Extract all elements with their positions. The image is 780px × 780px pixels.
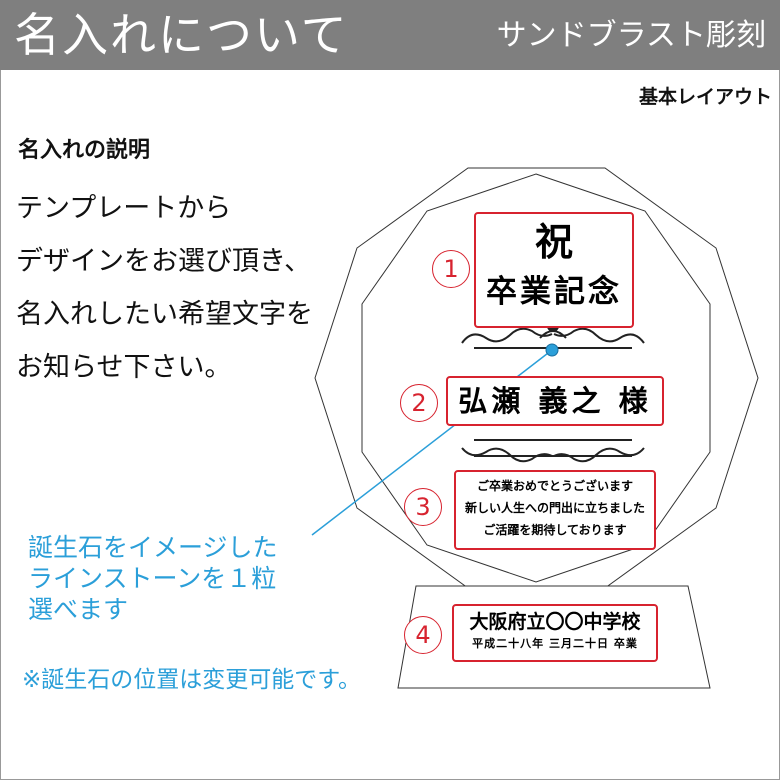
- message-line: ご卒業おめでとうございます: [476, 479, 633, 493]
- message-line: 新しい人生への門出に立ちました: [464, 501, 645, 515]
- area-number-3: 3: [404, 488, 442, 526]
- stone-position-note: ※誕生石の位置は変更可能です。: [22, 667, 361, 693]
- message-line: ご活躍を期待しております: [483, 523, 627, 537]
- page-title: 名入れについて: [14, 8, 349, 62]
- layout-label: 基本レイアウト: [638, 86, 772, 108]
- celebration-text: 祝: [534, 219, 573, 264]
- trophy-inner-facet: [361, 173, 711, 583]
- ornament-lower: [461, 439, 645, 463]
- instruction-line: 名入れしたい希望文字を: [16, 299, 313, 330]
- area-number-2: 2: [400, 384, 438, 422]
- instruction-text: テンプレートから デザインをお選び頂き、 名入れしたい希望文字を お知らせ下さい…: [16, 182, 346, 394]
- birthstone-note-line: 誕生石をイメージした: [28, 533, 278, 562]
- graduation-date: 平成二十八年 三月二十日 卒業: [472, 637, 638, 650]
- birthstone-note-line: 選べます: [28, 595, 129, 624]
- area-number-1: 1: [432, 250, 470, 288]
- engraving-area-3: ご卒業おめでとうございます 新しい人生への門出に立ちました ご活躍を期待しており…: [454, 470, 656, 550]
- birthstone-note-line: ラインストーンを１粒: [28, 564, 277, 593]
- instruction-line: テンプレートから: [16, 193, 232, 224]
- engraving-area-1: 祝 卒業記念: [474, 212, 634, 328]
- engraving-area-2: 弘瀬 義之 様: [446, 376, 664, 426]
- birthstone-note: 誕生石をイメージした ラインストーンを１粒 選べます: [28, 532, 278, 625]
- school-name: 大阪府立〇〇中学校: [469, 611, 641, 633]
- header-bar: 名入れについて サンドブラスト彫刻: [0, 0, 780, 70]
- section-title: 名入れの説明: [18, 138, 151, 163]
- instruction-line: デザインをお選び頂き、: [16, 246, 312, 277]
- area-number-4: 4: [404, 616, 442, 654]
- instruction-line: お知らせ下さい。: [16, 352, 232, 383]
- engraving-area-4: 大阪府立〇〇中学校 平成二十八年 三月二十日 卒業: [452, 604, 658, 662]
- rhinestone-icon: [545, 343, 559, 357]
- graduation-commemoration-text: 卒業記念: [486, 274, 622, 310]
- page-subtitle: サンドブラスト彫刻: [496, 18, 766, 53]
- recipient-name: 弘瀬 義之 様: [458, 384, 652, 418]
